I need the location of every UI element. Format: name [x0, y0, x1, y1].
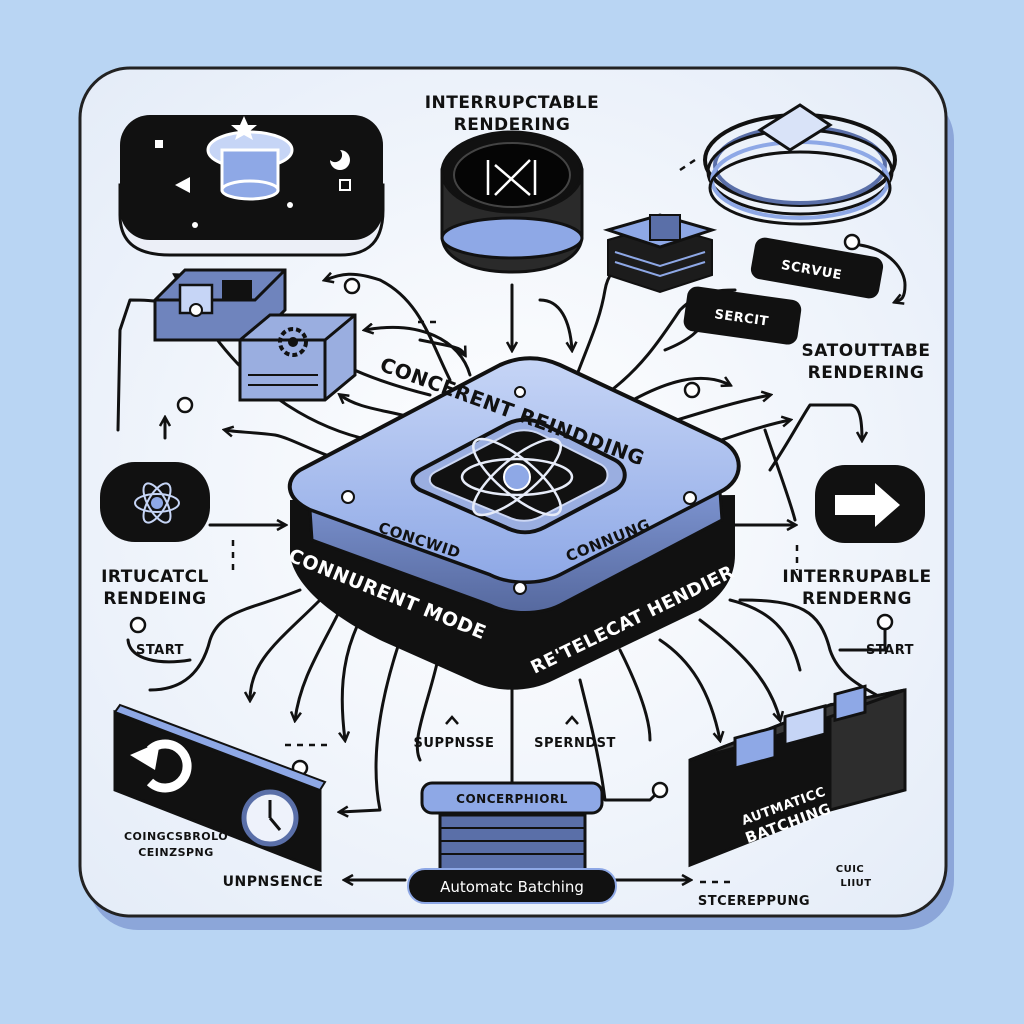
- arrow-button-right: [815, 465, 925, 543]
- atom-button-left: [100, 462, 210, 542]
- batching-pill-label: Automatc Batching: [440, 878, 584, 896]
- card-stack: [602, 213, 718, 294]
- automatic-batching-box: AUTMATICC BATCHING: [688, 684, 907, 868]
- label-bottom-left-1: COINGCSBROLO: [124, 830, 228, 843]
- label-left-1: IRTUCATCL: [101, 567, 209, 587]
- small-chevrons: [445, 715, 579, 725]
- label-cuic: CUIC: [836, 864, 865, 875]
- label-sprndst: SPERNDST: [534, 736, 616, 751]
- label-right-1: SATOUTTABE: [802, 341, 931, 361]
- tag-sercit: SERCIT: [683, 286, 802, 345]
- gear-block: [238, 313, 357, 402]
- tag-scrvue: SCRVUE: [750, 237, 884, 299]
- label-liiut: LIIUT: [840, 878, 871, 889]
- interruptible-rendering-cylinder: [440, 130, 584, 274]
- label-left-2: RENDEING: [103, 589, 206, 609]
- label-top-center-1: INTERRUPCTABLE: [425, 93, 600, 113]
- cable-coil: [703, 103, 897, 226]
- label-right-mid-1: INTERRUPABLE: [782, 567, 931, 587]
- label-bottom-left-2: CEINZSPNG: [138, 846, 214, 859]
- camera-block: [153, 268, 287, 342]
- batching-plate-stack: CONCERPHIORL Automatc Batching: [407, 781, 617, 904]
- label-right-mid-2: RENDERNG: [802, 589, 912, 609]
- label-suspense: SUPPNSSE: [414, 736, 495, 751]
- label-unpnsence: UNPNSENCE: [223, 874, 324, 890]
- diagram-labels: INTERRUPCTABLE RENDERING SATOUTTABE REND…: [101, 93, 931, 909]
- label-right-2: RENDERING: [808, 363, 925, 383]
- dashed-accents: [231, 158, 799, 884]
- label-stcerepping: STCEREPPUNG: [698, 894, 810, 909]
- plate-label: CONCERPHIORL: [456, 792, 568, 806]
- refresh-clock-panel: [113, 703, 327, 873]
- vr-device-block: [118, 115, 385, 257]
- label-top-center-2: RENDERING: [454, 115, 571, 135]
- label-left-start: START: [136, 643, 184, 658]
- label-right-start: START: [866, 643, 914, 658]
